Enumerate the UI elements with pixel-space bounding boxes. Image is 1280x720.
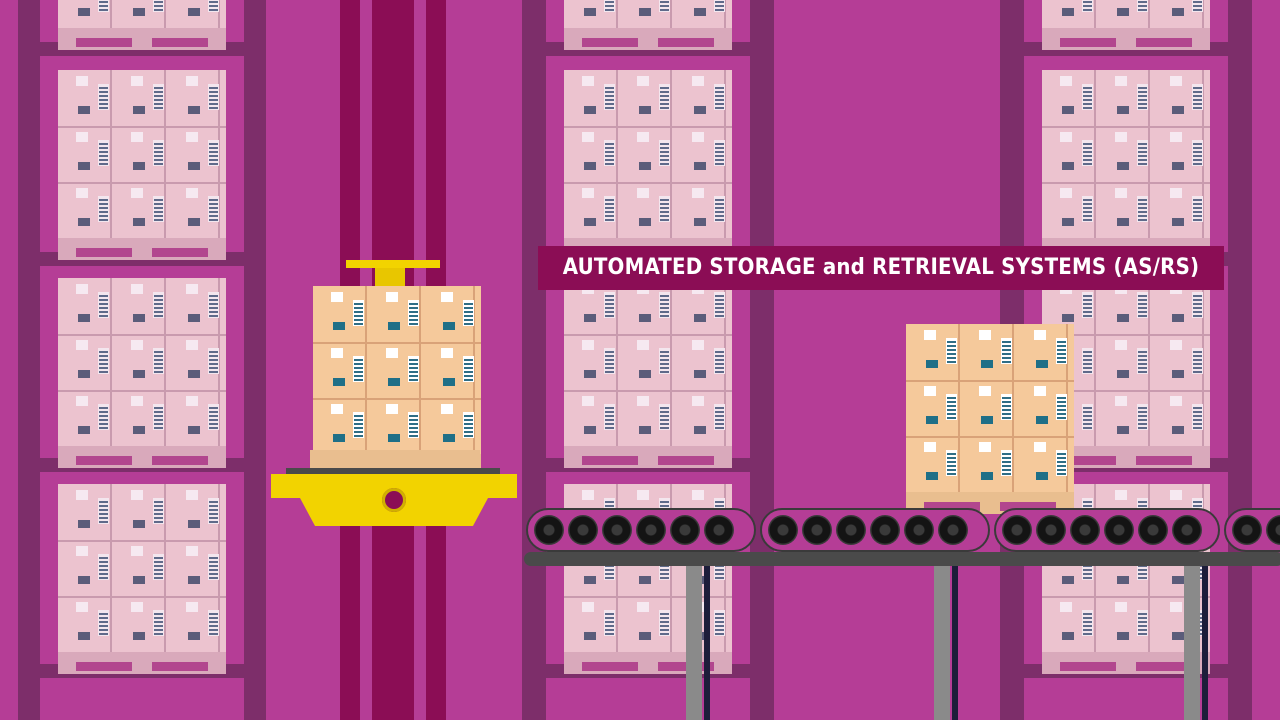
roller: [602, 515, 632, 545]
roller: [670, 515, 700, 545]
roller: [768, 515, 798, 545]
roller: [1070, 515, 1100, 545]
pallet-stack: [58, 278, 226, 468]
roller: [568, 515, 598, 545]
roller: [870, 515, 900, 545]
roller: [836, 515, 866, 545]
pallet-stack: [564, 70, 732, 260]
roller: [1172, 515, 1202, 545]
roller: [1266, 515, 1280, 545]
roller: [802, 515, 832, 545]
roller: [938, 515, 968, 545]
conveyor-pallet: [906, 324, 1074, 514]
roller: [1002, 515, 1032, 545]
pallet-stack: [564, 278, 732, 468]
roller: [1036, 515, 1066, 545]
shuttle-hub-icon: [382, 488, 406, 512]
roller: [534, 515, 564, 545]
pallet-stack: [58, 484, 226, 674]
roller: [1138, 515, 1168, 545]
pallet-stack: [58, 0, 226, 50]
roller: [704, 515, 734, 545]
page-title: AUTOMATED STORAGE and RETRIEVAL SYSTEMS …: [538, 246, 1224, 290]
pallet-stack: [1042, 70, 1210, 260]
pallet-stack: [564, 0, 732, 50]
roller: [1104, 515, 1134, 545]
pallet-stack: [1042, 0, 1210, 50]
roller: [904, 515, 934, 545]
roller: [1232, 515, 1262, 545]
pallet-stack: [58, 70, 226, 260]
roller: [636, 515, 666, 545]
